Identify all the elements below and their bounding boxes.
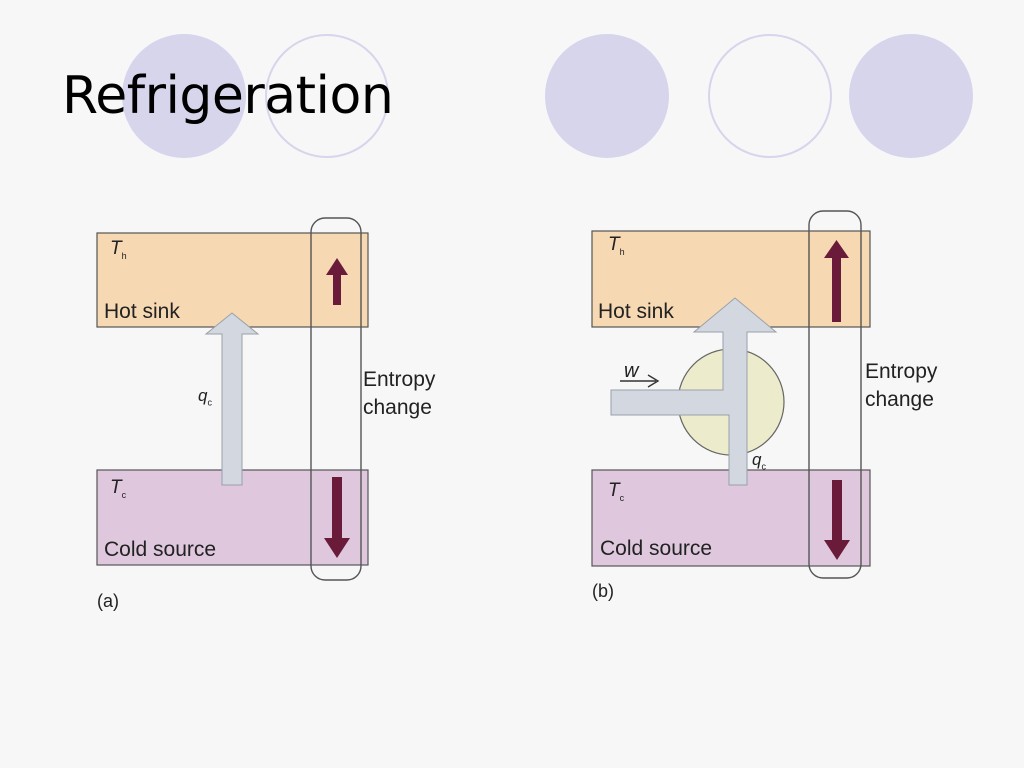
entropy-down-arrow <box>324 477 350 558</box>
heat-flow-arrow <box>204 312 260 486</box>
entropy-up-arrow <box>824 240 849 322</box>
heat-pump-arrow <box>610 297 778 486</box>
entropy-column <box>310 217 362 581</box>
decor-circle-1 <box>122 34 246 158</box>
entropy-up-arrow <box>326 258 348 305</box>
hot-temp-label: Th <box>110 238 127 261</box>
entropy-column <box>808 210 862 579</box>
hot-sink-label: Hot sink <box>104 300 180 323</box>
entropy-label: Entropy change <box>865 358 937 414</box>
cold-source-label: Cold source <box>600 537 713 560</box>
caption-a: (a) <box>97 591 119 611</box>
entropy-label: Entropy change <box>363 366 435 422</box>
hot-temp-label: Th <box>608 234 625 257</box>
hot-sink-label: Hot sink <box>598 300 674 323</box>
work-arrow-head <box>647 374 660 388</box>
slide-title: Refrigeration <box>62 66 394 126</box>
heat-label: qc <box>752 450 766 472</box>
decor-circle-3 <box>545 34 669 158</box>
entropy-label-line2: change <box>865 388 934 411</box>
cold-source-box <box>591 469 871 567</box>
cold-temp-label: Tc <box>608 480 625 503</box>
cold-temp-label: Tc <box>110 477 127 500</box>
entropy-down-arrow <box>824 480 850 560</box>
entropy-label-line1: Entropy <box>865 360 938 383</box>
diagram-a: Th Hot sink Tc Cold source qc Entropy ch… <box>96 217 435 611</box>
cold-source-label: Cold source <box>104 538 217 561</box>
diagram-a-drawing <box>96 217 369 581</box>
work-label: w <box>624 360 639 382</box>
decor-circle-5 <box>849 34 973 158</box>
entropy-label-line1: Entropy <box>363 368 436 391</box>
entropy-label-line2: change <box>363 396 432 419</box>
decor-circle-4 <box>708 34 832 158</box>
heat-label: qc <box>198 386 212 408</box>
hot-sink-box <box>96 232 369 328</box>
caption-b: (b) <box>592 581 614 601</box>
decor-circle-2 <box>265 34 389 158</box>
